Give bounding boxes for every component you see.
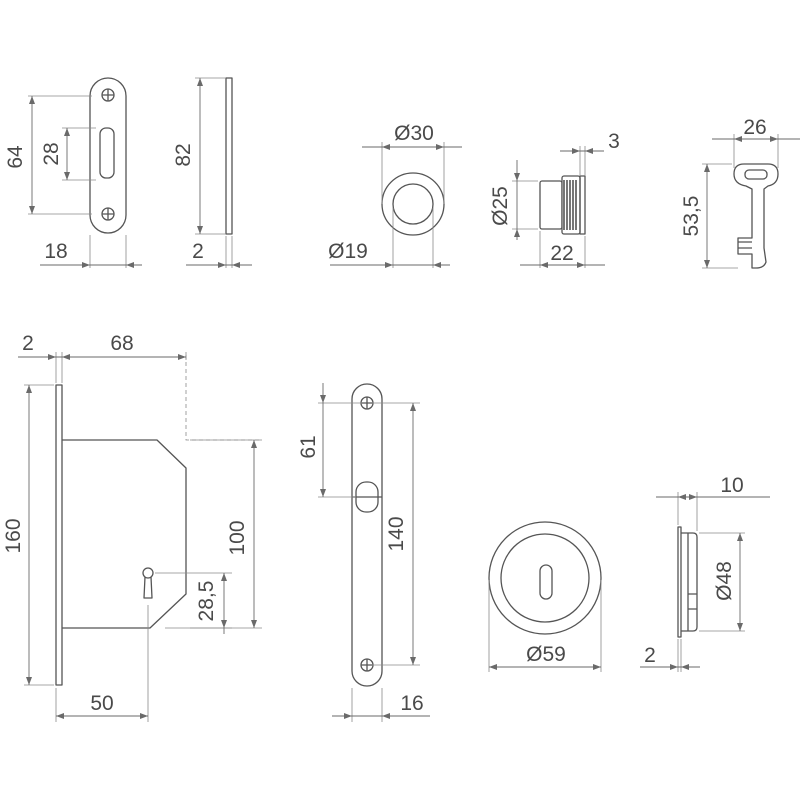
flush-pull	[330, 142, 462, 268]
plate-height-label: 82	[172, 143, 195, 166]
lock-keyhole-label: 28,5	[195, 581, 218, 622]
lock-front-height-label: 160	[2, 518, 25, 553]
cylinder-flange	[579, 175, 586, 235]
pull-inner-ring	[392, 183, 434, 225]
keyhole-rose	[488, 521, 602, 672]
lock-depth-label: 68	[110, 332, 133, 355]
screw-hole-icon	[360, 658, 374, 672]
key-dimensions	[702, 134, 800, 269]
screw-hole-icon	[101, 88, 115, 102]
rose-outer-ring	[488, 521, 602, 635]
strike-plate-slot	[99, 127, 115, 179]
lock-front-plate	[55, 384, 63, 686]
strike-plate	[89, 77, 127, 234]
pull-inner-label: Ø19	[328, 240, 368, 263]
mortise-lock	[18, 352, 262, 722]
strike-width-label: 18	[44, 240, 67, 263]
face-height-label: 140	[385, 516, 408, 551]
rose-inner-ring	[500, 533, 590, 623]
rose-diameter-label: Ø59	[526, 643, 566, 666]
key-length-label: 53,5	[680, 196, 703, 237]
face-slot-pos-label: 61	[297, 435, 320, 458]
key-icon	[733, 163, 779, 269]
rose-side-body	[681, 532, 698, 632]
keyhole-icon	[142, 567, 154, 599]
rose-side-thk-label: 2	[644, 644, 656, 667]
screw-hole-icon	[101, 207, 115, 221]
strike-side-plate	[186, 77, 252, 268]
cylinder-flange-label: 3	[608, 130, 620, 153]
faceplate	[318, 383, 430, 722]
screw-hole-icon	[360, 396, 374, 410]
face-width-label: 16	[400, 692, 423, 715]
rose-side-plate	[677, 526, 682, 638]
pull-outer-label: Ø30	[394, 122, 434, 145]
cylinder	[512, 146, 605, 268]
lock-backset-label: 50	[90, 692, 113, 715]
keyhole-icon	[539, 564, 553, 600]
lock-body-height-label: 100	[226, 520, 249, 555]
strike-slot-label: 28	[40, 142, 63, 165]
lock-case	[62, 439, 187, 629]
side-plate-outline	[225, 77, 233, 235]
key-width-label: 26	[743, 116, 766, 139]
plate-thickness-label: 2	[192, 240, 204, 263]
faceplate-outline	[351, 383, 383, 687]
strike-height-label: 64	[4, 145, 27, 169]
rose-side-depth-label: 10	[720, 474, 743, 497]
lock-front-thk-label: 2	[22, 332, 34, 355]
cylinder-body	[539, 180, 563, 230]
strike-dimensions	[28, 95, 142, 268]
rose-side-diam-label: Ø48	[713, 561, 736, 601]
cylinder-diameter-label: Ø25	[489, 186, 512, 226]
pull-outer-ring	[381, 172, 445, 236]
rose-side	[640, 492, 770, 672]
cylinder-length-label: 22	[550, 242, 573, 265]
strike-plate-outline	[89, 77, 127, 234]
